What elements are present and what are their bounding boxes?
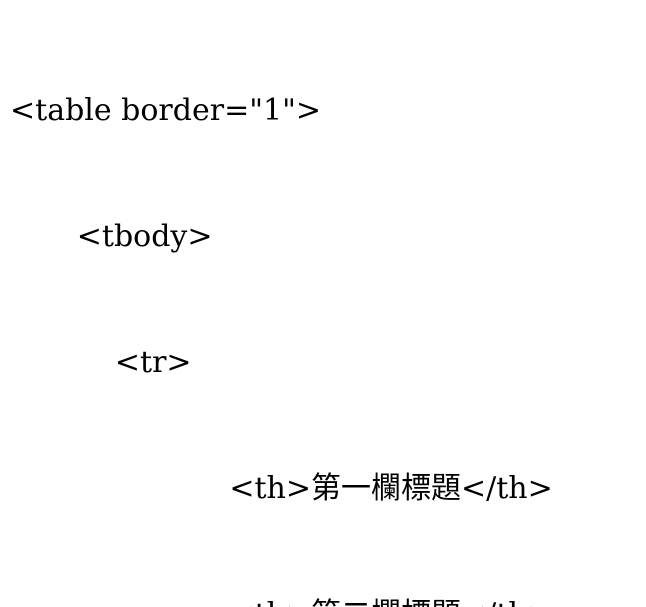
code-line: <th>第二欄標題</th> bbox=[10, 594, 646, 607]
code-line: <th>第一欄標題</th> bbox=[10, 471, 553, 506]
code-line: <table border="1"> bbox=[10, 93, 322, 128]
code-line: <tr> bbox=[10, 345, 192, 380]
code-snippet: <table border="1"> <tbody> <tr> <th>第一欄標… bbox=[10, 6, 646, 607]
code-line: <tbody> bbox=[10, 219, 213, 254]
